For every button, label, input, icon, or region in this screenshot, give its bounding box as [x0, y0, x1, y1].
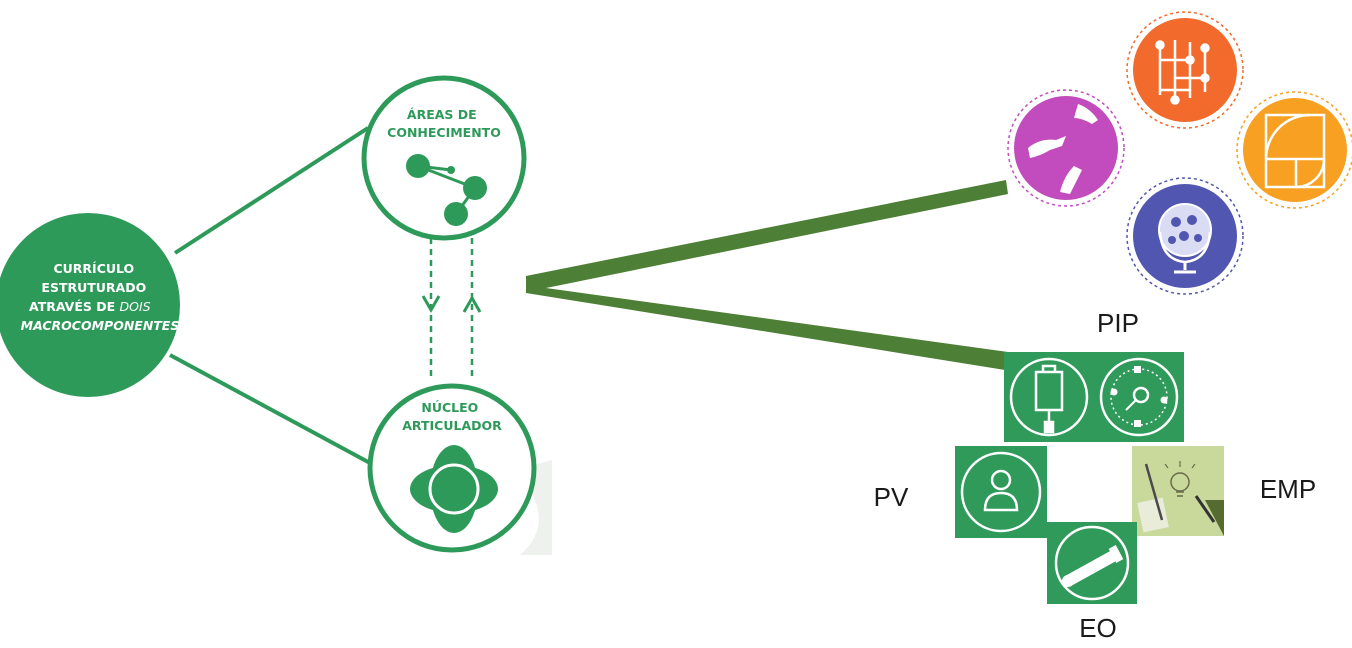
orbit-ellipses-icon: [410, 445, 498, 533]
lightbulb-photo-icon: [1132, 446, 1224, 536]
globe-icon: [1158, 203, 1212, 274]
pip-label: PIP: [1097, 308, 1139, 338]
left-diagram: CURRÍCULO ESTRUTURADO ATRAVÉS DE DOIS MA…: [0, 75, 552, 555]
tile-cluster: PV EMP EO: [874, 352, 1316, 643]
network-molecule-icon: [406, 154, 487, 226]
golden-ratio-icon-badge: [1243, 98, 1347, 202]
telescope-icon: [1062, 545, 1124, 587]
golden-ratio-icon: [1264, 113, 1326, 189]
pip-cluster: PIP: [1007, 11, 1352, 338]
person-icon: [983, 469, 1019, 512]
pv-label: PV: [874, 482, 909, 512]
edge-center-top: [173, 126, 370, 255]
fork-connector: [526, 180, 1008, 370]
orbit-target-icon: [1110, 366, 1168, 427]
arrow-down-icon: [421, 295, 441, 314]
bottom-node-text: NÚCLEO ARTICULADOR: [402, 400, 502, 433]
circuit-icon-badge: [1133, 18, 1237, 122]
circuit-icon: [1155, 40, 1210, 105]
eo-label: EO: [1079, 613, 1117, 643]
arrow-up-icon: [462, 294, 482, 313]
central-node: [0, 213, 180, 397]
hands-icon: [1028, 104, 1098, 194]
panel-shadow: [515, 460, 552, 555]
edge-center-bottom: [169, 353, 371, 465]
paint-roller-icon: [1034, 364, 1064, 434]
emp-label: EMP: [1260, 474, 1316, 504]
top-node-text: ÁREAS DE CONHECIMENTO: [387, 107, 501, 140]
orbit-target-tile: [1094, 352, 1184, 442]
central-node-text: CURRÍCULO ESTRUTURADO ATRAVÉS DE DOIS MA…: [21, 261, 180, 333]
top-node: [361, 75, 527, 241]
